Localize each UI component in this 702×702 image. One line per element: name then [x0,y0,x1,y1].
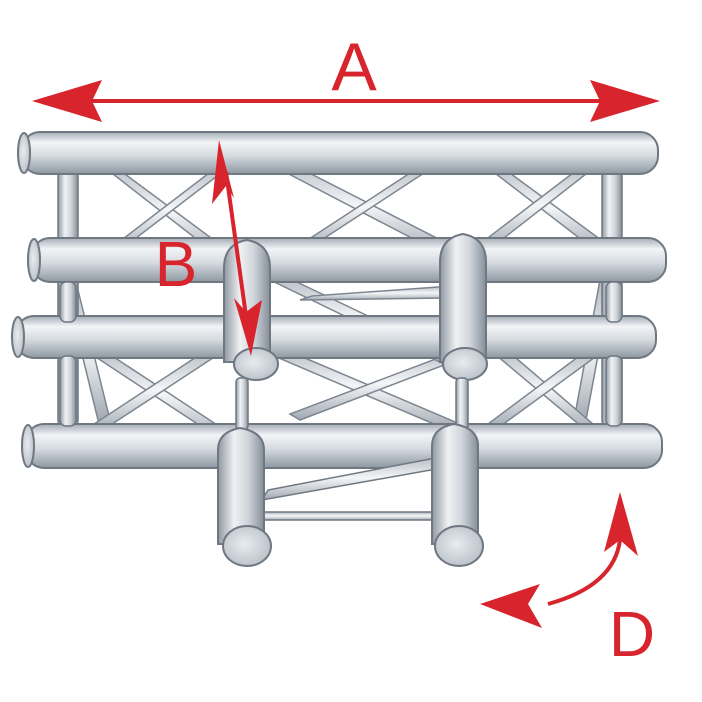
branch-rods [235,377,469,431]
main-chords [11,131,667,469]
rotation-arrow-d [480,492,638,628]
chord-stubs [59,281,623,427]
dimension-arrow-b [212,140,262,356]
rear-braces [63,155,614,445]
dimension-arrow-a [32,80,660,122]
label-d: D [609,598,655,670]
lower-middle-chord [11,315,657,359]
branch-lower-legs [217,422,484,567]
bottom-chord [21,423,663,469]
upper-middle-chord [27,237,667,283]
branch-upper-tubes [223,232,488,381]
top-chord [17,131,659,175]
label-b: B [155,228,198,300]
label-a: A [331,29,377,105]
